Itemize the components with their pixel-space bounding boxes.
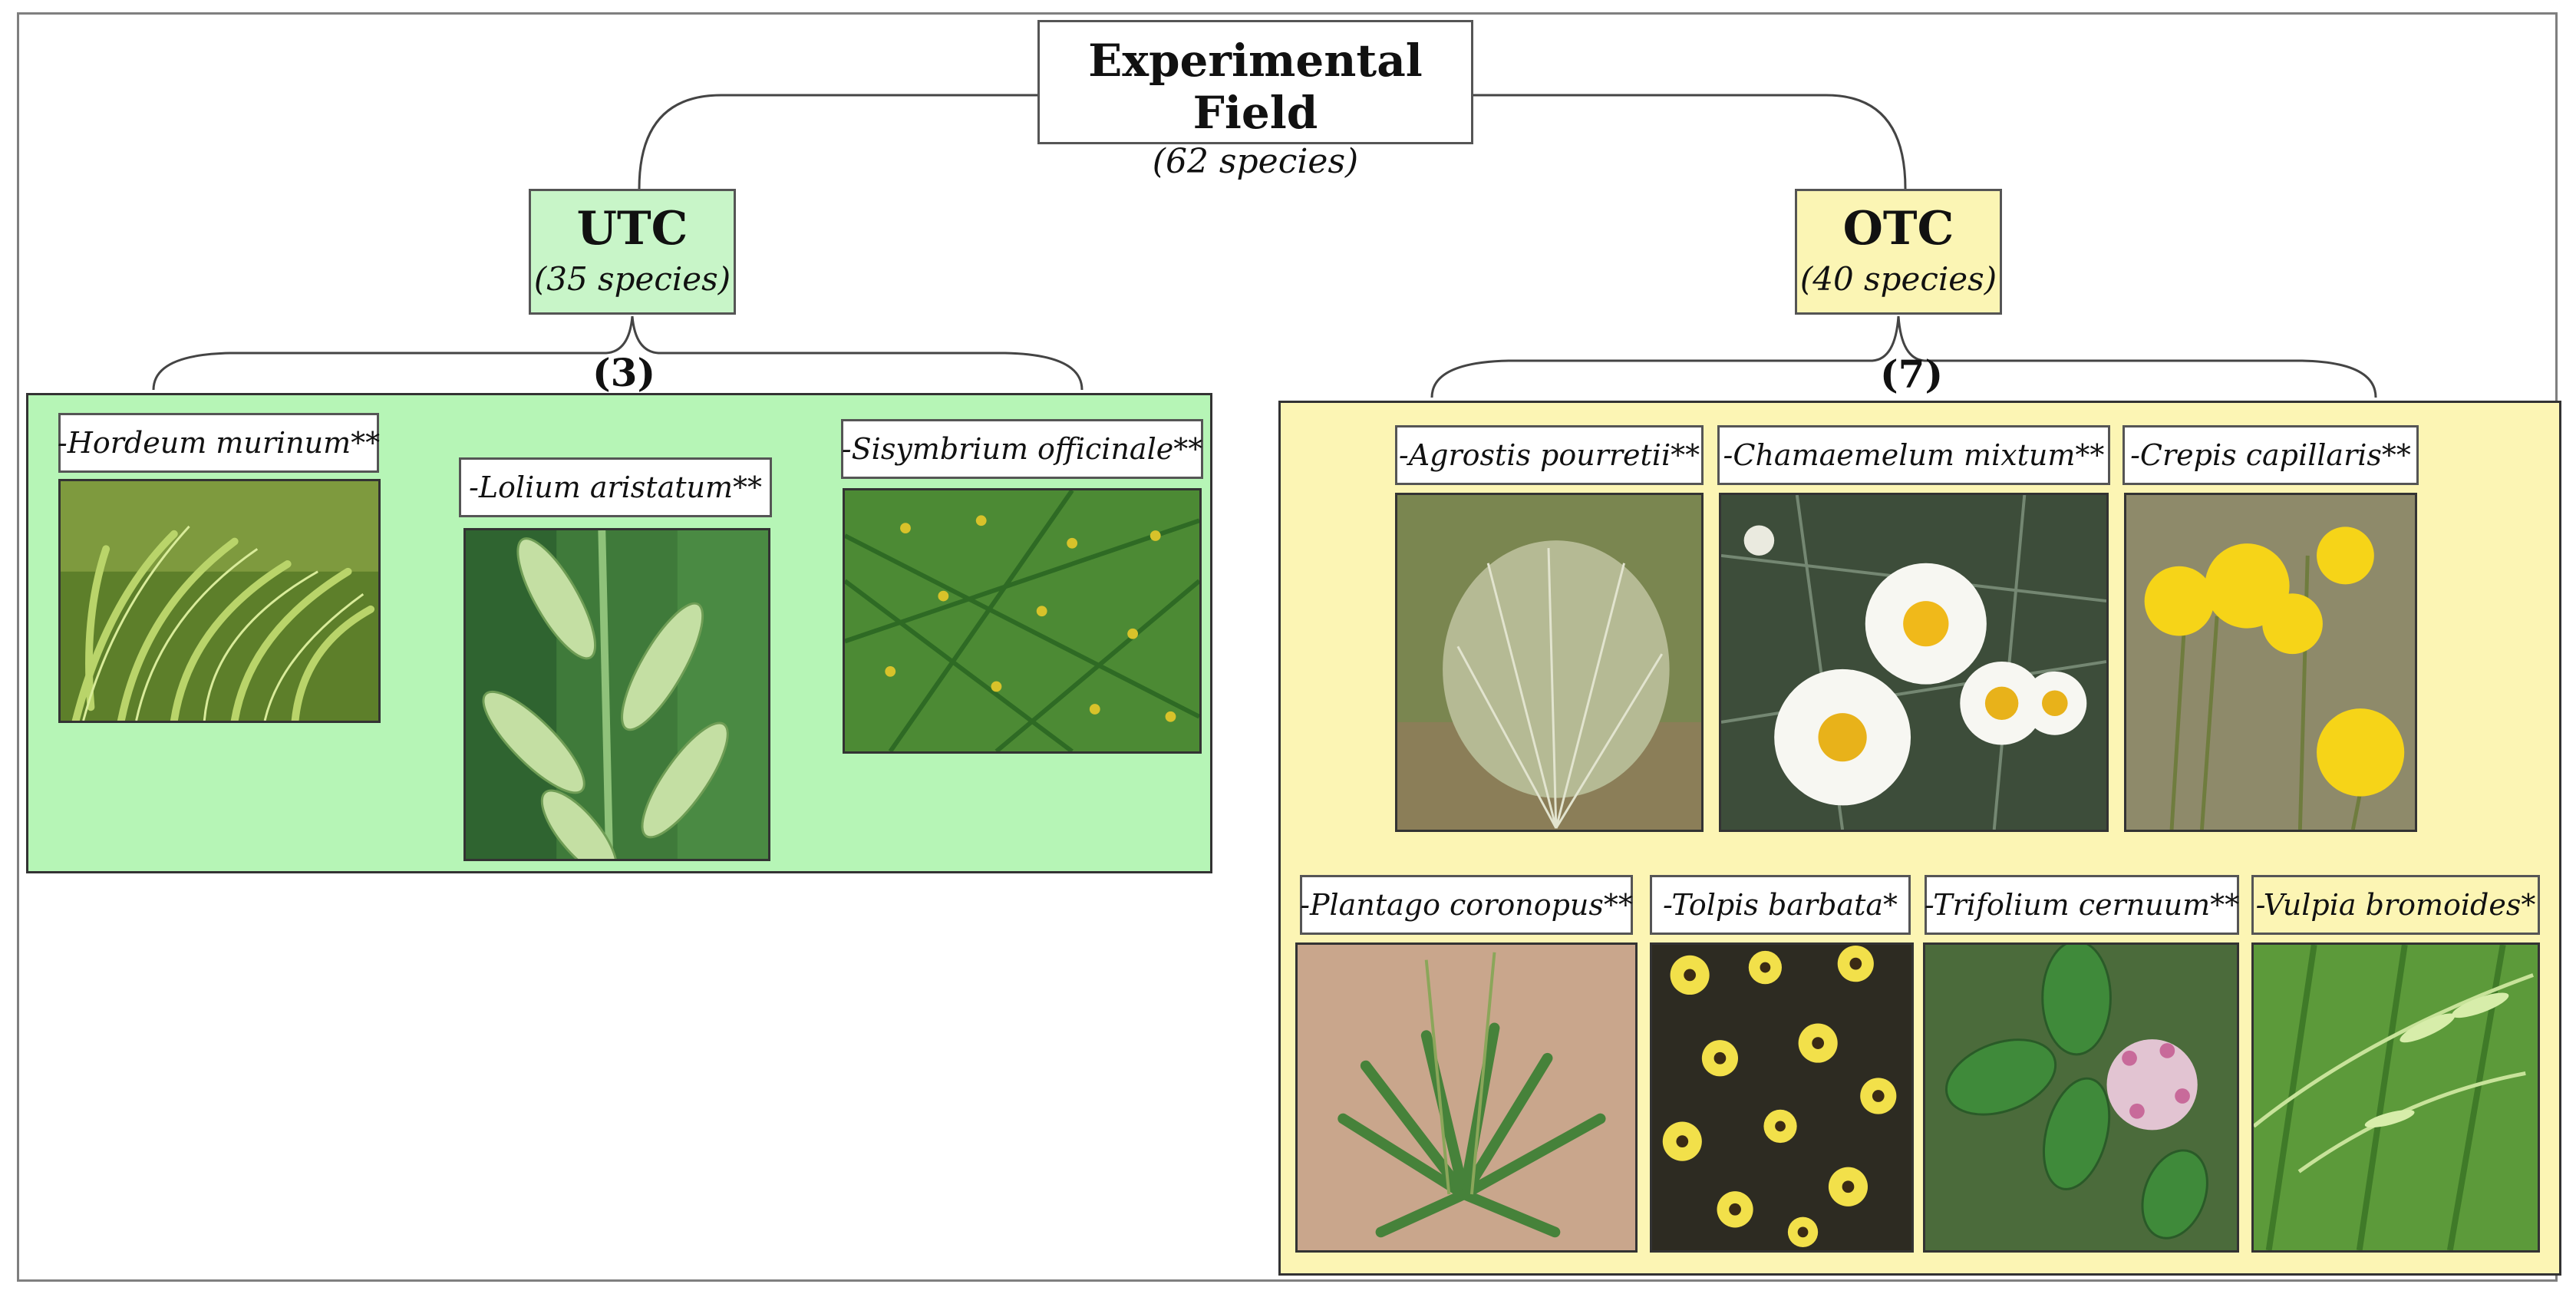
- agrostis-pourretii-photo: [1395, 493, 1704, 832]
- crepis-capillaris-photo: [2124, 493, 2417, 832]
- species-label-trifolium: -Trifolium cernuum**: [1925, 875, 2239, 935]
- species-label-vulpia: -Vulpia bromoides*: [2251, 875, 2540, 935]
- utc-node: UTC (35 species): [529, 189, 736, 315]
- otc-species-count: (7): [1880, 352, 1944, 397]
- species-label-tolpis: -Tolpis barbata*: [1650, 875, 1911, 935]
- trifolium-cernuum-photo: [1923, 942, 2239, 1253]
- otc-subtitle: (40 species): [1799, 260, 1997, 298]
- vulpia-bromoides-photo: [2251, 942, 2540, 1253]
- root-subtitle: (62 species): [1152, 142, 1359, 181]
- chamaemelum-mixtum-photo: [1719, 493, 2109, 832]
- tolpis-barbata-photo: [1650, 942, 1914, 1253]
- hordeum-murinum-photo: [58, 479, 381, 723]
- utc-species-count: (3): [592, 350, 656, 395]
- experimental-field-node: Experimental Field (62 species): [1037, 20, 1473, 181]
- species-label-agrostis: -Agrostis pourretii**: [1395, 425, 1704, 485]
- utc-subtitle: (35 species): [533, 260, 731, 298]
- otc-title: OTC: [1842, 202, 1954, 256]
- species-label-sisymbrium: -Sisymbrium officinale**: [841, 419, 1203, 479]
- utc-title: UTC: [576, 202, 688, 256]
- plantago-coronopus-photo: [1295, 942, 1638, 1253]
- species-label-lolium: -Lolium aristatum**: [459, 457, 772, 517]
- species-label-plantago: -Plantago coronopus**: [1300, 875, 1633, 935]
- species-label-crepis: -Crepis capillaris**: [2122, 425, 2419, 485]
- sisymbrium-officinale-photo: [843, 488, 1202, 754]
- lolium-aristatum-photo: [463, 528, 770, 861]
- otc-node: OTC (40 species): [1795, 189, 2002, 315]
- species-label-chamaemelum: -Chamaemelum mixtum**: [1717, 425, 2110, 485]
- root-title: Experimental Field: [1088, 35, 1423, 139]
- species-label-hordeum: -Hordeum murinum**: [58, 413, 380, 473]
